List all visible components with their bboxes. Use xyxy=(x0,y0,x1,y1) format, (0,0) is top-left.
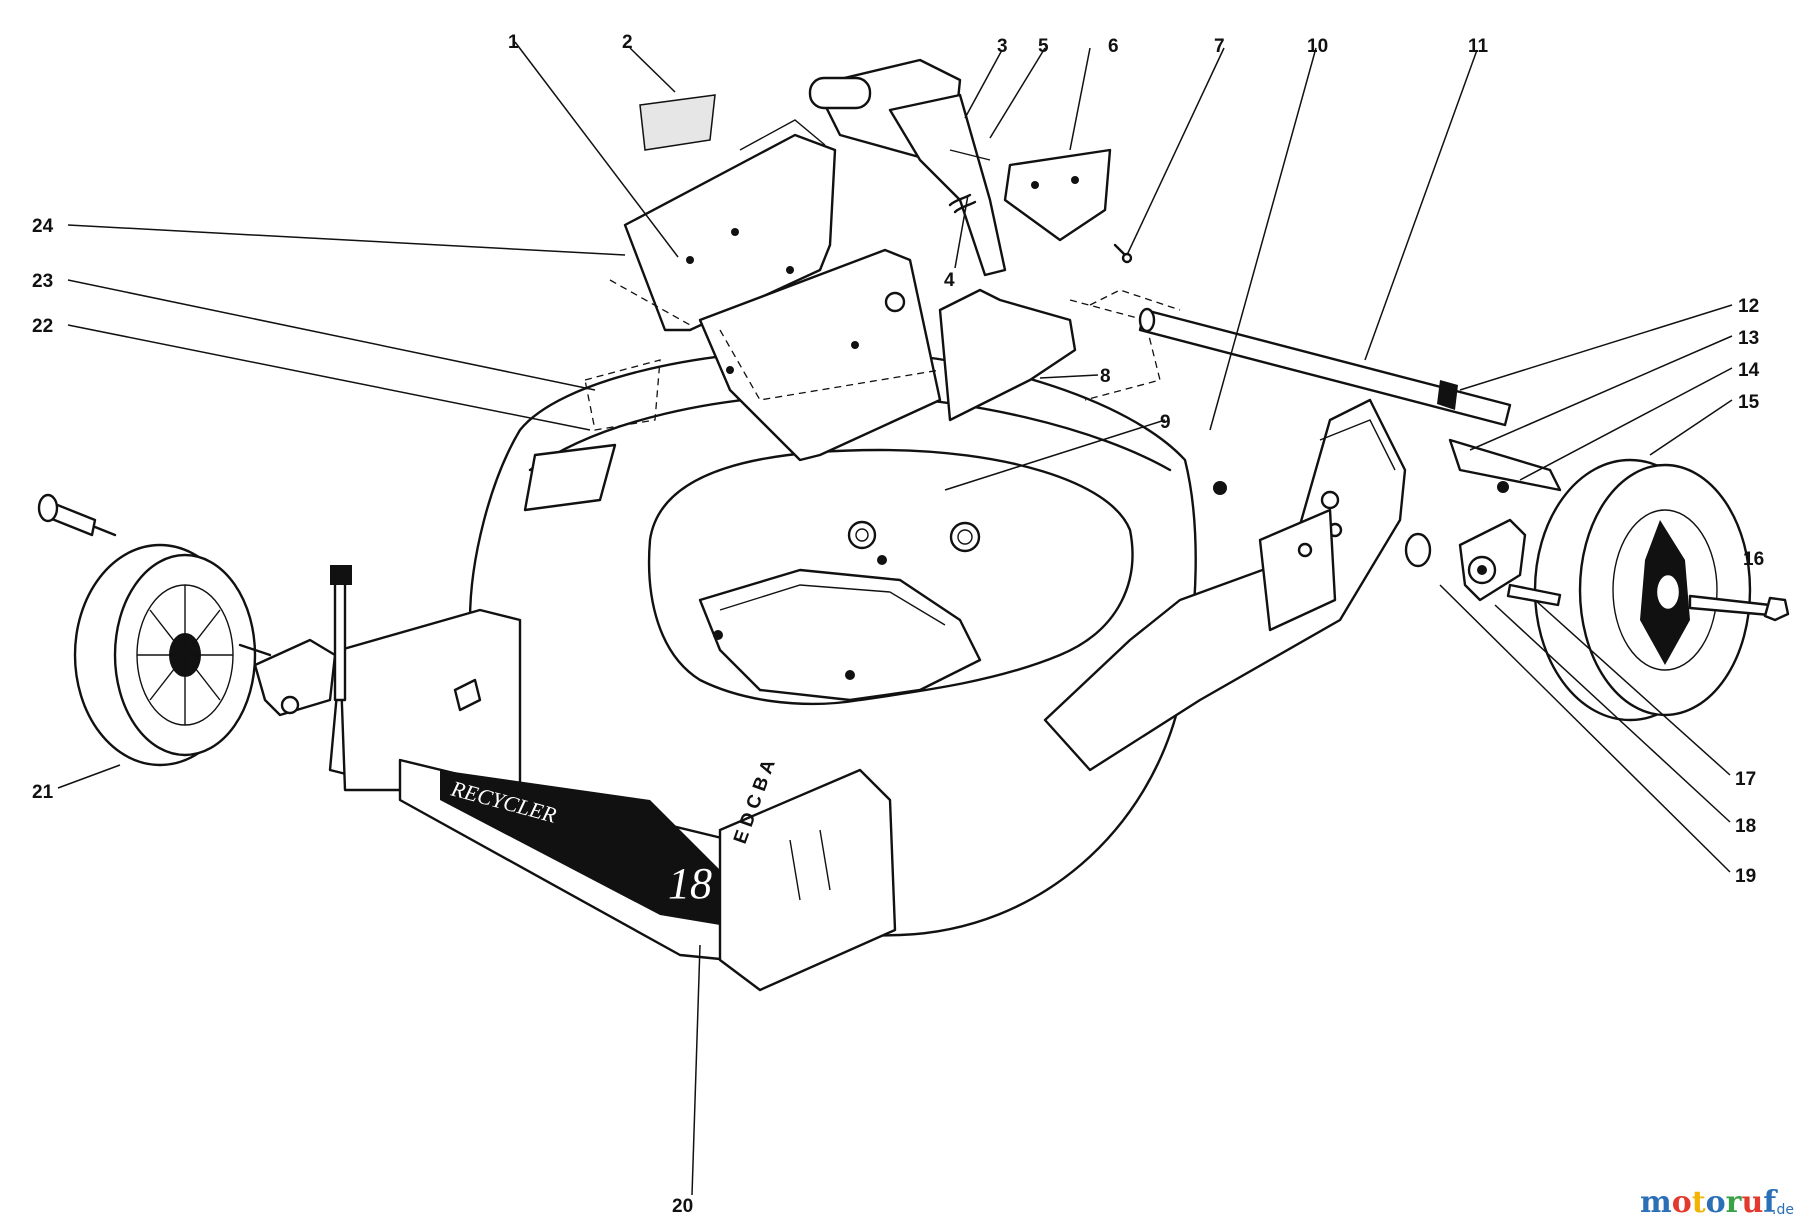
callout-3: 3 xyxy=(997,36,1008,57)
leader-lines xyxy=(57,41,1733,1196)
callout-1: 1 xyxy=(508,32,519,53)
watermark-letter: o xyxy=(1706,1185,1726,1220)
callout-4: 4 xyxy=(944,270,955,291)
control-lever-assembly xyxy=(584,58,1133,431)
svg-text:motoruf: motoruf xyxy=(1640,1185,1778,1220)
callout-16: 16 xyxy=(1743,549,1764,570)
callout-21: 21 xyxy=(32,782,54,803)
rear-wheel xyxy=(1213,458,1790,722)
watermark-letter: r xyxy=(1726,1185,1743,1220)
decal-size-text: 18 xyxy=(668,859,712,908)
callout-5: 5 xyxy=(1038,36,1049,57)
watermark-letter: m xyxy=(1640,1185,1672,1220)
callout-14: 14 xyxy=(1738,360,1760,381)
callout-22: 22 xyxy=(32,316,53,337)
callout-15: 15 xyxy=(1738,392,1760,413)
callout-18: 18 xyxy=(1735,816,1756,837)
callout-11: 11 xyxy=(1468,36,1489,57)
watermark-logo: motoruf .de xyxy=(1640,1185,1794,1220)
callout-23: 23 xyxy=(32,271,53,292)
callout-24: 24 xyxy=(32,216,54,237)
front-wheel xyxy=(37,493,482,767)
callout-12: 12 xyxy=(1738,296,1759,317)
callout-10: 10 xyxy=(1307,36,1328,57)
watermark-suffix: .de xyxy=(1772,1202,1794,1218)
callout-labels: 1 2 3 5 6 7 10 11 4 24 23 22 8 9 12 13 1… xyxy=(32,32,1764,1217)
callout-13: 13 xyxy=(1738,328,1759,349)
handle-bracket-assembly xyxy=(609,119,1181,462)
callout-2: 2 xyxy=(622,32,633,53)
callout-8: 8 xyxy=(1100,366,1111,387)
callout-17: 17 xyxy=(1735,769,1756,790)
callout-9: 9 xyxy=(1160,412,1171,433)
watermark-letter: o xyxy=(1672,1185,1692,1220)
callout-7: 7 xyxy=(1214,36,1225,57)
callout-19: 19 xyxy=(1735,866,1756,887)
callout-20: 20 xyxy=(672,1196,693,1217)
mower-deck: RECYCLER 18 E D C B A xyxy=(328,348,1407,992)
watermark-letter: u xyxy=(1741,1185,1763,1220)
callout-6: 6 xyxy=(1108,36,1119,57)
watermark-letter: t xyxy=(1692,1185,1706,1220)
axle-rod xyxy=(1138,307,1562,492)
watermark-letter: f xyxy=(1763,1185,1778,1220)
